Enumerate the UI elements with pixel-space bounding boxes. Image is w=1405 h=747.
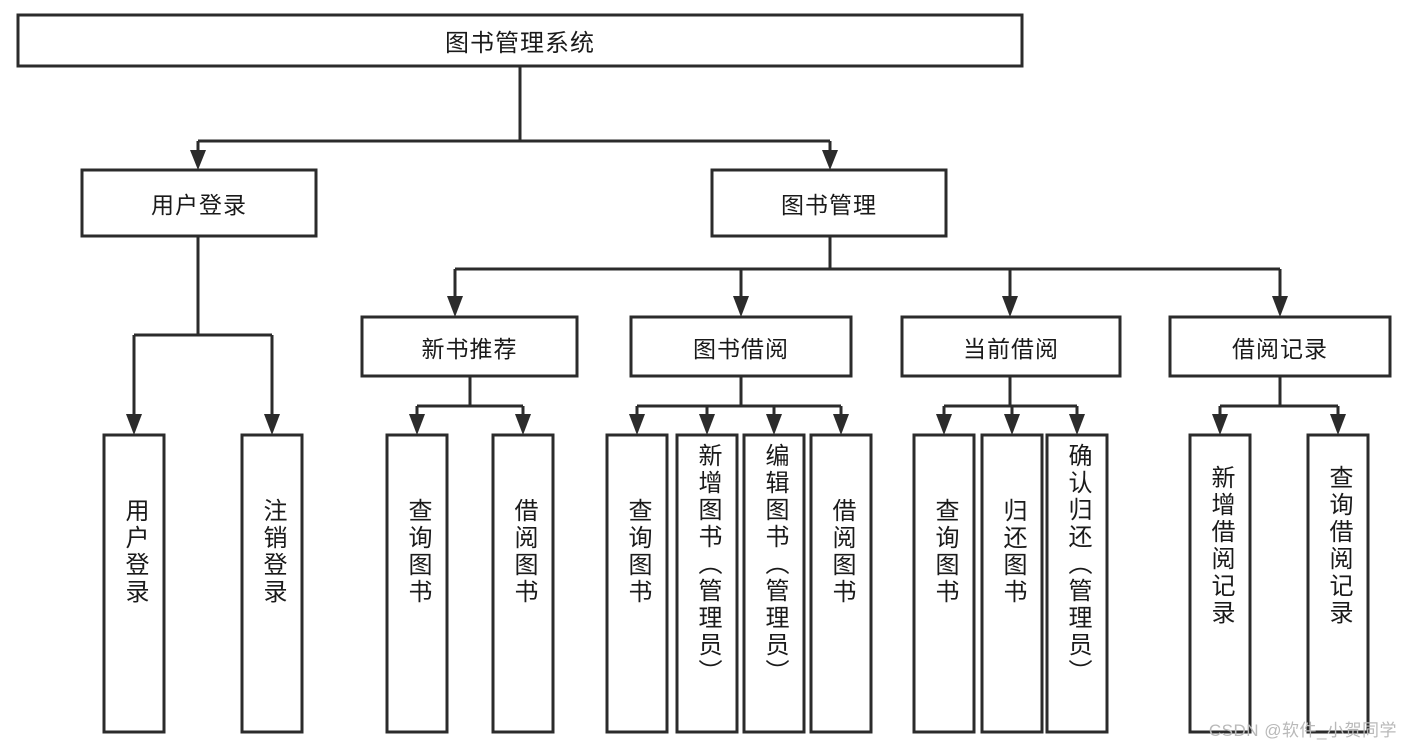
node-box-leaf-logout-login[interactable] [240, 433, 304, 734]
node-box-borrow-record[interactable] [1168, 315, 1392, 378]
node-box-leaf-query-record[interactable] [1306, 433, 1370, 734]
node-box-leaf-query-book-1[interactable] [385, 433, 449, 734]
arrowhead-leaf-confirm-return [1069, 414, 1085, 435]
arrowhead-current-borrow [1002, 296, 1018, 317]
arrowhead-leaf-query-book-2 [629, 414, 645, 435]
arrowhead-leaf-query-book-1 [409, 414, 425, 435]
arrowhead-new-book-recommend [447, 296, 463, 317]
arrowhead-leaf-user-login [126, 414, 142, 435]
arrowhead-leaf-return-book [1004, 414, 1020, 435]
arrowhead-leaf-borrow-book-1 [515, 414, 531, 435]
node-box-leaf-edit-book[interactable] [742, 433, 806, 734]
arrowhead-borrow-record [1272, 296, 1288, 317]
node-box-leaf-query-book-3[interactable] [912, 433, 976, 734]
node-box-current-borrow[interactable] [900, 315, 1122, 378]
node-box-leaf-query-book-2[interactable] [605, 433, 669, 734]
node-box-leaf-return-book[interactable] [980, 433, 1044, 734]
csdn-watermark: CSDN @软件_小贺同学 [1208, 721, 1397, 740]
node-box-root[interactable] [16, 13, 1024, 68]
node-box-leaf-borrow-book-2[interactable] [809, 433, 873, 734]
node-box-user-login[interactable] [80, 168, 318, 238]
node-box-leaf-add-book[interactable] [675, 433, 739, 734]
arrowhead-book-manage [822, 150, 838, 170]
arrowhead-user-login [190, 150, 206, 170]
arrowhead-leaf-logout-login [264, 414, 280, 435]
connector-group [126, 66, 1346, 435]
node-rect-group [16, 13, 1392, 734]
arrowhead-leaf-add-record [1212, 414, 1228, 435]
node-box-book-borrow[interactable] [629, 315, 853, 378]
arrowhead-leaf-query-book-3 [936, 414, 952, 435]
arrowhead-leaf-edit-book [766, 414, 782, 435]
node-box-new-book-recommend[interactable] [360, 315, 579, 378]
arrowhead-leaf-query-record [1330, 414, 1346, 435]
node-box-book-manage[interactable] [710, 168, 948, 238]
node-box-leaf-user-login[interactable] [102, 433, 166, 734]
arrowhead-leaf-add-book [699, 414, 715, 435]
node-box-leaf-confirm-return[interactable] [1045, 433, 1109, 734]
arrowhead-leaf-borrow-book-2 [833, 414, 849, 435]
arrowhead-book-borrow [733, 296, 749, 317]
node-box-leaf-add-record[interactable] [1188, 433, 1252, 734]
node-box-leaf-borrow-book-1[interactable] [491, 433, 555, 734]
